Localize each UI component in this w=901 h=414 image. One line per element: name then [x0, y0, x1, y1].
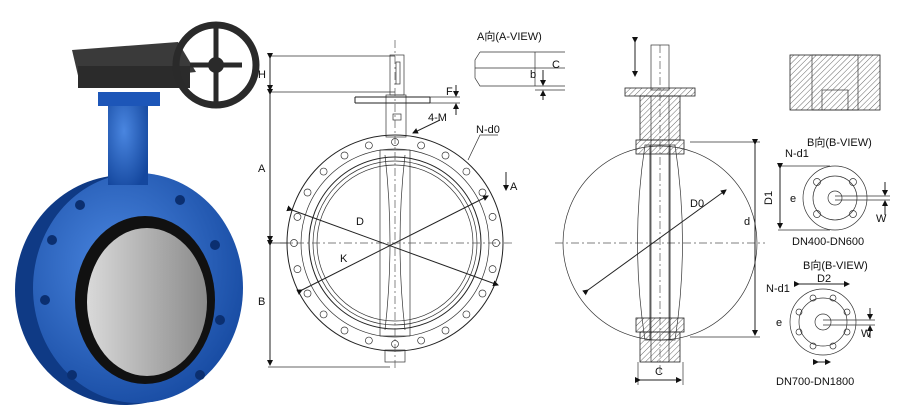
- b-view-small-e-label: e: [790, 193, 796, 205]
- flange-bolt-hole: [293, 213, 302, 221]
- b-view-large-D2-label: D2: [817, 273, 831, 285]
- flange-bolt-hole: [303, 289, 312, 298]
- flange-bolt-hole: [478, 188, 487, 197]
- flange-bolt-hole: [417, 141, 425, 150]
- b-view-small-range: DN400-DN600: [792, 236, 864, 248]
- dim-D0-label: D0: [690, 198, 704, 210]
- b-view-large-title: B向(B-VIEW): [803, 258, 868, 272]
- view-A-arrow-label: A: [510, 181, 518, 193]
- front-view: [267, 40, 515, 370]
- dim-K-label: K: [340, 253, 348, 265]
- flange-bolt-hole: [319, 167, 328, 176]
- flange-bolt-hole: [462, 167, 471, 176]
- dim-D-label: D: [356, 216, 364, 228]
- dim-C-label: C: [655, 366, 663, 378]
- b-view-large-W-label: W: [861, 328, 872, 340]
- valve-photo: [15, 21, 260, 405]
- dim-H-label: H: [258, 69, 266, 81]
- b-view-large-Nd1-label: N-d1: [766, 283, 790, 295]
- flange-bolt-hole: [303, 188, 312, 197]
- b-view-large-range: DN700-DN1800: [776, 376, 854, 388]
- a-view-detail: [474, 51, 565, 100]
- b-view-small: [777, 163, 890, 231]
- a-view-b-label: b: [530, 69, 536, 81]
- a-view-title: A向(A-VIEW): [477, 29, 542, 43]
- a-view-C-label: C: [552, 59, 560, 71]
- b-view-large: [789, 281, 875, 365]
- flange-bolt-hole: [488, 265, 497, 273]
- flange-bolt-hole: [488, 213, 497, 221]
- flange-bolt-hole: [365, 141, 373, 150]
- flange-bolt-hole: [293, 265, 302, 273]
- b-view-large-e-label: e: [776, 317, 782, 329]
- handwheel-icon: [172, 21, 260, 109]
- b-view-small-W-label: W: [876, 213, 887, 225]
- dim-A-label: A: [258, 163, 266, 175]
- stem-bore-detail: [789, 54, 881, 111]
- flange-bolt-hole: [441, 151, 450, 160]
- flange-bolt-hole: [441, 326, 450, 335]
- flange-bolt-hole: [365, 336, 373, 345]
- b-view-small-D1-label: D1: [763, 191, 775, 205]
- flange-bolt-hole: [462, 310, 471, 319]
- section-view: [555, 37, 765, 385]
- flange-bolt-hole: [340, 326, 349, 335]
- flange-bolt-hole: [319, 310, 328, 319]
- flange-bolt-hole: [417, 336, 425, 345]
- flange-bolt-hole: [478, 289, 487, 298]
- dim-B-label: B: [258, 296, 265, 308]
- b-view-small-title: B向(B-VIEW): [807, 135, 872, 149]
- dim-d-label: d: [744, 216, 750, 228]
- b-view-small-Nd1-label: N-d1: [785, 148, 809, 160]
- dim-F-label: F: [446, 86, 453, 98]
- flange-bolt-hole: [340, 151, 349, 160]
- dim-4M-label: 4-M: [428, 112, 447, 124]
- dim-Nd0-label: N-d0: [476, 124, 500, 136]
